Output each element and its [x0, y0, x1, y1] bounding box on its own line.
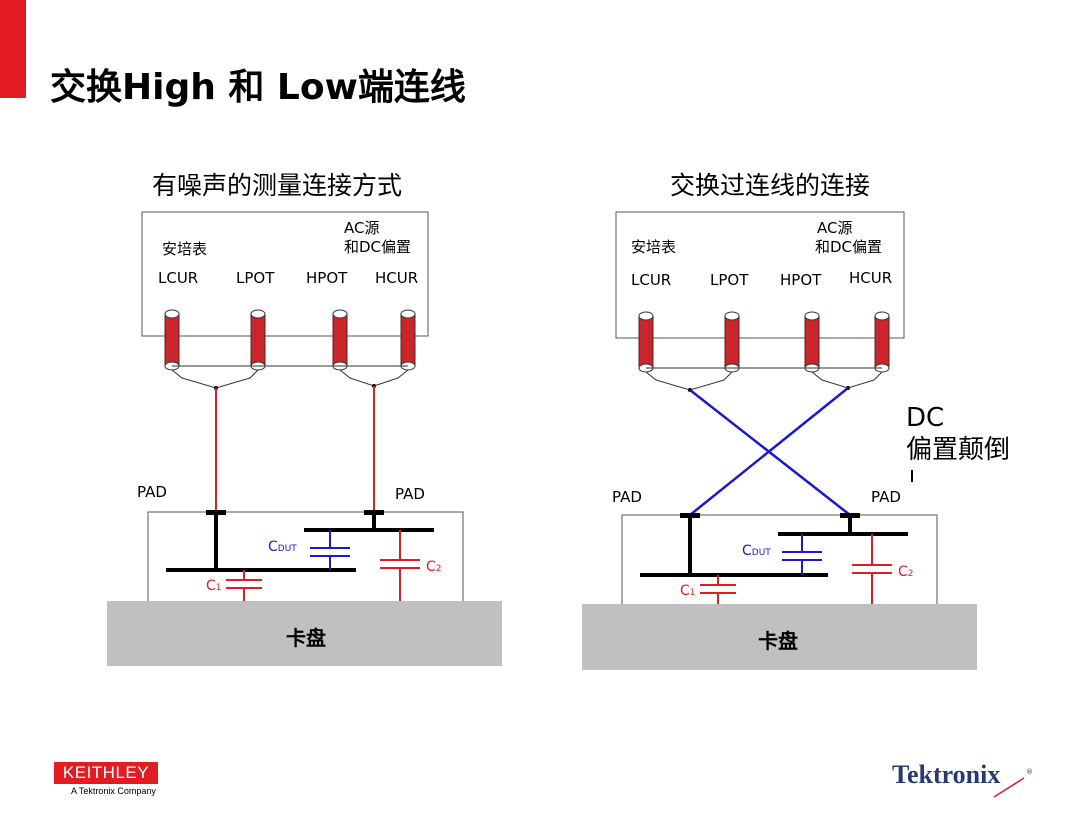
dc-bias-reversed-note: DC 偏置颠倒 [906, 402, 1010, 466]
right-terminal-hpot: HPOT [780, 271, 822, 289]
left-terminal-hpot: HPOT [306, 269, 348, 287]
slide-title: 交换High 和 Low端连线 [50, 67, 466, 108]
tektronix-logo: Tektronix [892, 760, 1001, 789]
right-c2-capacitor [852, 534, 892, 607]
tektronix-registered-mark: ® [1026, 768, 1033, 776]
right-terminal-lpot: LPOT [710, 271, 749, 289]
left-pad-label-left: PAD [137, 483, 167, 501]
right-pad-label-left: PAD [612, 488, 642, 506]
left-terminal-lcur: LCUR [158, 269, 198, 287]
left-probe-lpot [250, 309, 266, 371]
left-terminal-hcur: HCUR [375, 269, 418, 287]
left-c2-label: C2 [426, 559, 442, 575]
right-panel-title: 交换过连线的连接 [670, 171, 871, 200]
keithley-logo: KEITHLEY [54, 762, 158, 784]
right-c1-label: C1 [680, 583, 696, 599]
right-instrument-box [615, 211, 905, 339]
right-probe-lcur [638, 311, 654, 373]
right-terminal-hcur: HCUR [849, 269, 892, 287]
left-terminal-lpot: LPOT [236, 269, 275, 287]
left-panel: 安培表 AC源 和DC偏置 LCUR LPOT HPOT HCUR PAD PA… [107, 211, 502, 666]
right-c2-label: C2 [898, 564, 914, 580]
left-cdut-capacitor [310, 530, 350, 570]
left-probe-hpot [332, 309, 348, 371]
left-source-label-2: 和DC偏置 [344, 238, 411, 256]
left-chuck-label: 卡盘 [286, 626, 326, 650]
left-probe-hcur [400, 309, 416, 371]
right-chuck [582, 604, 977, 670]
left-source-label-1: AC源 [344, 219, 379, 237]
right-panel: 安培表 AC源 和DC偏置 LCUR LPOT HPOT HCUR PAD PA… [582, 211, 977, 670]
right-source-label-1: AC源 [817, 219, 852, 237]
left-chuck [107, 601, 502, 666]
right-cdut-label: CDUT [742, 543, 771, 559]
accent-bar [0, 0, 26, 98]
right-low-wire-crossed [689, 389, 851, 516]
right-probe-hpot [804, 311, 820, 373]
right-meter-label: 安培表 [631, 238, 676, 256]
left-c2-capacitor [380, 530, 420, 604]
right-cdut-capacitor [782, 534, 822, 575]
right-wafer-box [621, 514, 938, 608]
left-probe-lcur [164, 309, 180, 371]
right-pad-label-right: PAD [871, 488, 901, 506]
left-c1-label: C1 [206, 578, 222, 594]
dc-note-line2: 偏置颠倒 [906, 435, 1011, 465]
left-panel-title: 有噪声的测量连接方式 [152, 171, 403, 200]
tek-swoosh [993, 777, 1025, 798]
right-high-wire-crossed [689, 387, 849, 516]
right-terminal-lcur: LCUR [631, 271, 671, 289]
left-instrument-box [141, 211, 429, 337]
left-cdut-label: CDUT [268, 539, 297, 555]
left-wafer-box [147, 511, 464, 605]
right-chuck-label: 卡盘 [758, 629, 798, 653]
right-probe-hcur [874, 311, 890, 373]
left-pad-label-right: PAD [395, 485, 425, 503]
left-meter-label: 安培表 [162, 240, 207, 258]
dc-note-line1: DC [906, 403, 945, 433]
right-probe-lpot [724, 311, 740, 373]
right-source-label-2: 和DC偏置 [815, 238, 882, 256]
keithley-tagline: A Tektronix Company [71, 786, 156, 796]
